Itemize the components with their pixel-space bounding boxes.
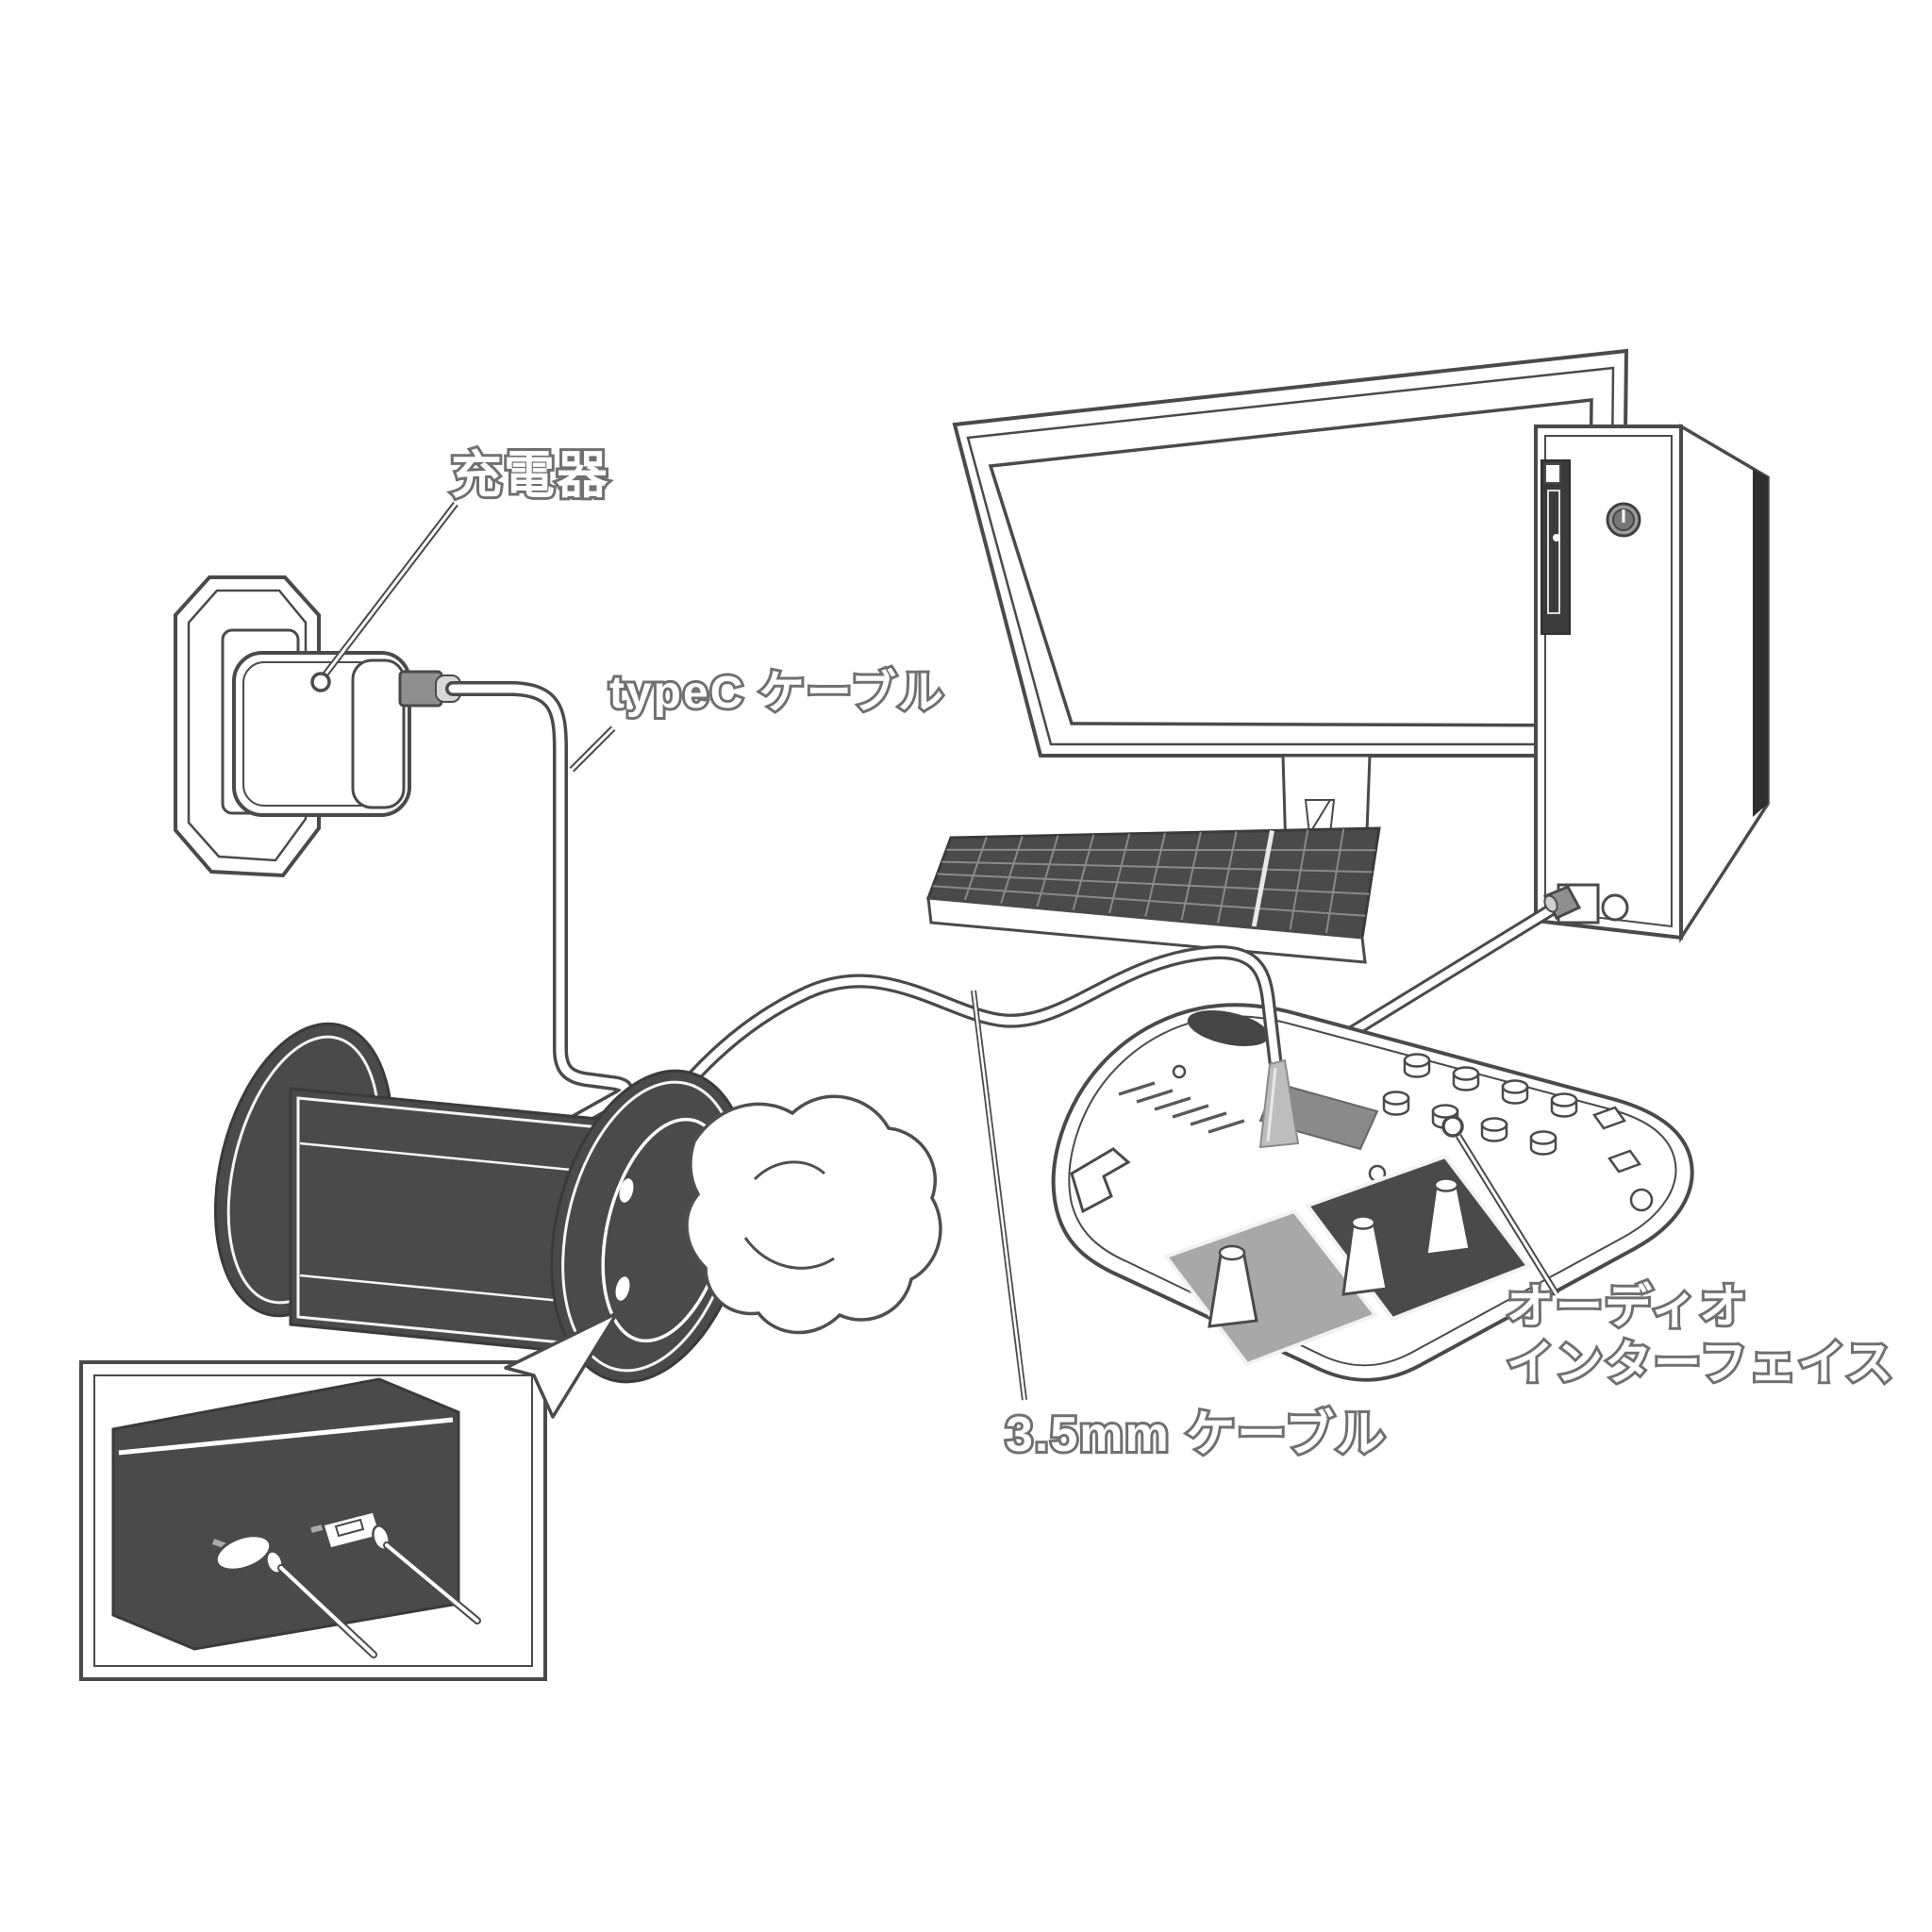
desktop-monitor [952, 348, 1629, 885]
fader-sliders [1208, 1177, 1472, 1328]
cable-3-5mm-core [614, 948, 1280, 1190]
tower-audio-jack [1601, 893, 1629, 922]
wall-charger [232, 651, 461, 817]
inset-plug-3-5mm-body [214, 1534, 273, 1572]
audio-interface [1051, 1003, 1694, 1382]
cable-3-5mm [611, 945, 1300, 1192]
drive-eject-button [1544, 463, 1561, 484]
audio-interface-label-line1: オーディオ [1507, 1280, 1749, 1333]
interface-jack-1 [1172, 1064, 1187, 1079]
device-face-hole-2 [615, 1276, 630, 1301]
inset-arrow [504, 1311, 619, 1419]
device-cable-wrap [685, 1094, 942, 1335]
inset-cable-2-core [385, 1543, 479, 1623]
interface-case-inner [1068, 1015, 1677, 1367]
keyboard [925, 826, 1381, 964]
leader-lines [310, 501, 1559, 1401]
type-c-cable [445, 681, 634, 1132]
optical-drive-slot [1541, 459, 1571, 635]
interface-volume-knob [1187, 1010, 1270, 1046]
usb-plug-collar [1543, 894, 1558, 913]
charger-leader-core [323, 503, 458, 676]
interface-leader-core [1457, 1135, 1558, 1295]
device-face-hole-1 [619, 1178, 634, 1203]
charger-leader-dot [310, 672, 331, 692]
text-labels: 充電器 typeC ケーブル 3.5mm ケーブル オーディオ インターフェイス [448, 444, 1896, 1465]
interface-bracket [1070, 1147, 1131, 1214]
inset-plug-type-c-window [334, 1518, 365, 1538]
pc-tower [1534, 423, 1770, 943]
tower-back-edge [1753, 469, 1768, 817]
keyboard-key-grid [932, 828, 1376, 935]
keyboard-front-edge [926, 896, 1367, 964]
usb-cable-core [1336, 898, 1568, 1043]
drive-led [1553, 534, 1560, 541]
inset-plug-3-5mm [211, 1534, 377, 1658]
plug-3-5mm-highlight [1266, 1067, 1277, 1142]
type-c-cable-outline [445, 681, 634, 1132]
inset-device-bar-highlight [118, 1417, 454, 1456]
usb-cable [1333, 885, 1582, 1046]
interface-jack-3 [1629, 1188, 1654, 1212]
interface-buttons [1592, 1106, 1641, 1174]
optical-drive-inner [1547, 490, 1560, 614]
typec-leader-core [570, 726, 615, 772]
mm-cable-leader-core [972, 990, 1026, 1401]
inset-plug-type-c [310, 1509, 481, 1624]
inset-device-bar [111, 1377, 460, 1651]
interface-fader-slots [1118, 1081, 1245, 1134]
device-cable-wrap-detail [743, 1160, 835, 1270]
interface-leader-dot [1441, 1115, 1464, 1138]
mm-cable-label: 3.5mm ケーブル [1006, 1407, 1387, 1462]
keyboard-numpad-separator [1251, 830, 1274, 928]
wall-plate-inner [187, 589, 308, 862]
callout-inset [79, 1311, 619, 1681]
tower-front-inner [1544, 435, 1673, 928]
tower-front-panel [1534, 425, 1683, 941]
type-c-cable-core [448, 684, 630, 1129]
charger-plug-section [351, 658, 406, 809]
roll-speaker-device [213, 1022, 942, 1384]
inset-cable-1-core [279, 1566, 375, 1657]
charger-label: 充電器 [451, 447, 609, 504]
audio-interface-label-line2: インターフェイス [1507, 1337, 1895, 1390]
typec-cable-label: typeC ケーブル [609, 667, 945, 718]
